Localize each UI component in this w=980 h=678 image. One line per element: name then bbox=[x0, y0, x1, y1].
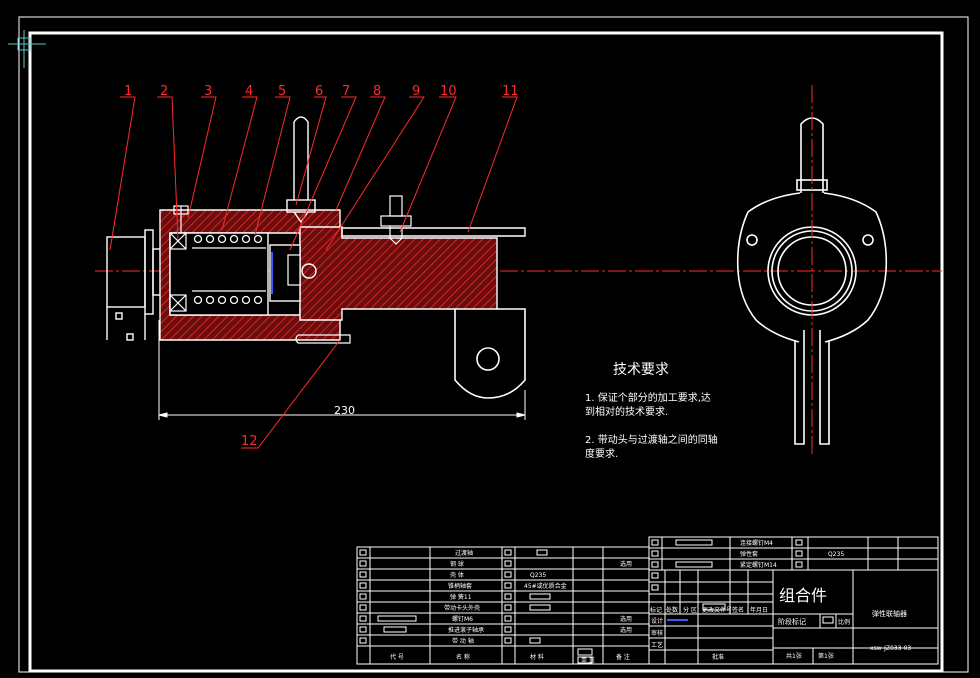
part-name: 壳 体 bbox=[450, 571, 464, 579]
role-label: 审核 bbox=[651, 629, 663, 637]
part-number-label: 8 bbox=[373, 84, 381, 99]
part-number-label: 7 bbox=[342, 84, 350, 99]
part-name: 带动卡头外壳 bbox=[444, 604, 480, 612]
part-leaders bbox=[109, 96, 518, 449]
signature-label: 更改文件号 bbox=[702, 606, 732, 614]
parts-list-upper bbox=[648, 536, 939, 571]
header-weight: 单 重 bbox=[581, 656, 595, 664]
part-number-label: 12 bbox=[241, 434, 258, 449]
part-number-label: 3 bbox=[204, 84, 212, 99]
part-note: 选用 bbox=[620, 560, 632, 568]
header-name: 名 称 bbox=[456, 653, 470, 661]
part-name: 螺钉M6 bbox=[452, 615, 473, 623]
role-label: 设计 bbox=[651, 617, 663, 625]
part-name: 推进滚子轴承 bbox=[448, 626, 484, 634]
signature-label: 标记 bbox=[650, 606, 662, 614]
parts-list-upper-text: 连接螺钉M4 弹性套 Q235 紧定螺钉M14 bbox=[740, 539, 844, 569]
part-name: 过渡轴 bbox=[455, 549, 473, 557]
part-name: 带 动 轴 bbox=[452, 637, 474, 645]
tech-requirement-line: 2. 带动头与过渡轴之间的同轴 bbox=[585, 433, 718, 446]
part-name: 弹 簧11 bbox=[450, 593, 472, 601]
part-note: 选用 bbox=[620, 626, 632, 634]
part-number-label: 10 bbox=[440, 84, 457, 99]
crosshair-icon bbox=[8, 30, 46, 68]
tech-requirement-line: 度要求. bbox=[585, 447, 618, 460]
parts-list-lower-text: 过渡轴 钢 球 选用 壳 体 Q235 锥柄轴套 45#或优质合金 弹 簧11 … bbox=[390, 549, 632, 664]
part-name: 紧定螺钉M14 bbox=[740, 561, 777, 569]
part-number-label: 4 bbox=[245, 84, 253, 99]
title-block-text: 组合件 弹性联轴器 xsw-JZ033-03 阶段标记 比例 共1张 第1张 标… bbox=[650, 586, 911, 661]
signature-label: 签名 bbox=[732, 606, 744, 614]
part-number-label: 1 bbox=[124, 84, 132, 99]
part-number-label: 6 bbox=[315, 84, 323, 99]
outer-frame bbox=[18, 16, 969, 673]
part-note: 选用 bbox=[620, 615, 632, 623]
tech-requirements-title: 技术要求 bbox=[613, 362, 669, 378]
header-code: 代 号 bbox=[390, 653, 404, 661]
assembly-title: 组合件 bbox=[779, 586, 827, 605]
tech-requirements: 技术要求 1. 保证个部分的加工要求,达 到相对的技术要求. 2. 带动头与过渡… bbox=[585, 362, 718, 460]
tech-requirement-line: 到相对的技术要求. bbox=[585, 405, 668, 418]
sheet-index: 第1张 bbox=[818, 652, 834, 660]
part-material: Q235 bbox=[828, 551, 844, 558]
sheet-total: 共1张 bbox=[786, 652, 802, 660]
part-number-label: 2 bbox=[160, 84, 168, 99]
part-name: 弹性套 bbox=[740, 550, 758, 558]
part-number-labels: 1 2 3 4 5 6 7 8 9 10 11 12 bbox=[124, 84, 519, 449]
part-name: 连接螺钉M4 bbox=[740, 539, 773, 547]
part-name: 锥柄轴套 bbox=[448, 582, 472, 590]
header-material: 材 料 bbox=[530, 653, 544, 661]
drawing-code: xsw-JZ033-03 bbox=[870, 645, 911, 652]
ratio-label: 比例 bbox=[838, 618, 850, 626]
part-material: 45#或优质合金 bbox=[524, 582, 567, 590]
parts-list-lower bbox=[356, 546, 650, 665]
dimension-length-label: 230 bbox=[334, 404, 355, 417]
stage-label: 阶段标记 bbox=[778, 617, 806, 626]
drawing-name: 弹性联轴器 bbox=[872, 609, 907, 618]
part-number-label: 5 bbox=[278, 84, 286, 99]
tech-requirement-line: 1. 保证个部分的加工要求,达 bbox=[585, 391, 711, 404]
header-note: 备 注 bbox=[616, 653, 630, 661]
part-number-label: 9 bbox=[412, 84, 420, 99]
title-block bbox=[648, 569, 939, 665]
part-material: Q235 bbox=[530, 572, 546, 579]
signature-label: 年月日 bbox=[750, 606, 768, 614]
part-number-label: 11 bbox=[502, 84, 519, 99]
role-label: 工艺 bbox=[651, 641, 663, 649]
signature-label: 处数 bbox=[666, 606, 678, 614]
part-name: 钢 球 bbox=[450, 560, 464, 568]
role-label: 批准 bbox=[712, 653, 724, 661]
signature-label: 分 区 bbox=[683, 606, 697, 614]
section-view: 230 bbox=[106, 116, 526, 420]
